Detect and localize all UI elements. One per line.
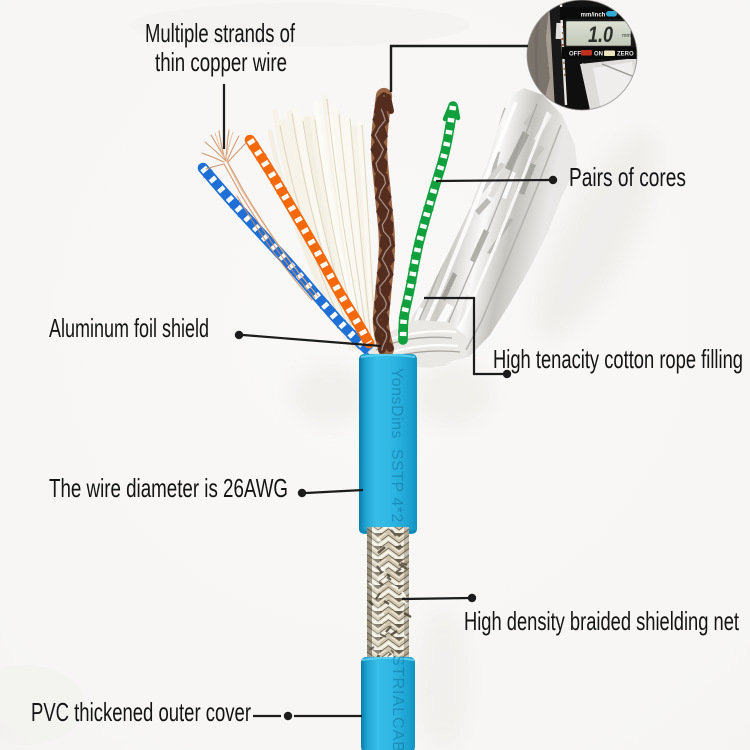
svg-text:OFF: OFF xyxy=(569,52,581,58)
svg-text:ON: ON xyxy=(594,52,603,58)
svg-text:Pairs of cores: Pairs of cores xyxy=(569,162,686,192)
svg-text:STRIALCAB: STRIALCAB xyxy=(389,655,406,750)
svg-text:YonsDins SSTP 4*2: YonsDins SSTP 4*2 xyxy=(388,368,405,523)
svg-text:1.0: 1.0 xyxy=(588,22,614,47)
svg-text:mm: mm xyxy=(622,33,632,39)
svg-text:High density braided shielding: High density braided shielding net xyxy=(464,606,740,636)
svg-text:Aluminum foil shield: Aluminum foil shield xyxy=(49,313,209,343)
svg-text:ZERO: ZERO xyxy=(617,52,634,58)
svg-text:The wire diameter is 26AWG: The wire diameter is 26AWG xyxy=(49,473,288,503)
svg-text:mm/inch: mm/inch xyxy=(581,13,606,19)
svg-text:thin copper wire: thin copper wire xyxy=(155,47,287,77)
svg-text:Multiple strands of: Multiple strands of xyxy=(145,18,296,48)
svg-text:PVC thickened outer cover: PVC thickened outer cover xyxy=(31,697,251,727)
svg-text:High tenacity cotton rope fill: High tenacity cotton rope filling xyxy=(493,344,743,374)
